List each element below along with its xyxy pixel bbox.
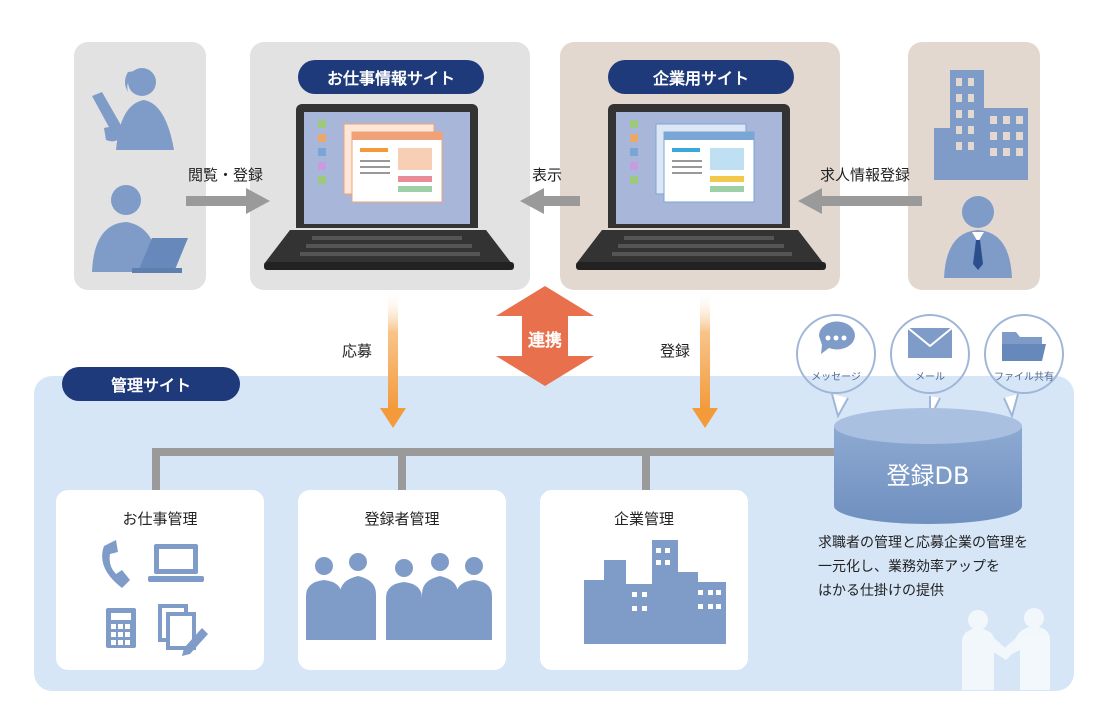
arrow-display: [520, 188, 580, 214]
job-management-title: お仕事管理: [122, 510, 198, 528]
mail-bubble-label: メール: [915, 372, 945, 383]
arrow-job-info-register: [798, 188, 922, 214]
company-management-card: 企業管理: [540, 490, 748, 670]
browse-register-label: 閲覧・登録: [188, 166, 264, 184]
registrant-management-card: 登録者管理: [298, 490, 506, 670]
description-line-2: 一元化し、業務効率アップを: [818, 559, 1000, 575]
businessman-icon: [944, 196, 1012, 278]
arrow-apply: [380, 290, 406, 428]
company-management-title: 企業管理: [613, 510, 674, 528]
arrow-browse-register: [186, 188, 270, 214]
job-management-card: お仕事管理: [56, 490, 264, 670]
link-label: 連携: [528, 331, 562, 351]
description-line-1: 求職者の管理と応募企業の管理を: [818, 535, 1028, 551]
job-info-register-label: 求人情報登録: [820, 166, 911, 184]
admin-site-label: 管理サイト: [62, 367, 240, 401]
job-site-label: お仕事情報サイト: [298, 60, 484, 94]
laptop-company-site-icon: [576, 104, 826, 270]
module-connector-lines: [152, 448, 840, 492]
database-icon: [834, 408, 1022, 524]
laptop-job-site-icon: [264, 104, 514, 270]
register-label: 登録: [660, 342, 691, 360]
apply-label: 応募: [342, 342, 373, 360]
office-building-icon: [934, 70, 1028, 180]
registrant-management-title: 登録者管理: [364, 510, 440, 528]
message-bubble: メッセージ: [796, 314, 876, 394]
message-bubble-label: メッセージ: [811, 372, 861, 383]
description-line-3: はかる仕掛けの提供: [818, 583, 944, 599]
arrow-register: [692, 290, 718, 428]
link-double-arrow-icon: [496, 286, 594, 386]
display-label: 表示: [532, 166, 563, 184]
woman-with-phone-icon: [92, 68, 174, 150]
file-share-bubble-label: ファイル共有: [994, 372, 1054, 383]
database-label: 登録DB: [886, 462, 970, 490]
handshake-icon: [962, 608, 1050, 690]
man-with-laptop-icon: [92, 185, 188, 273]
company-site-label: 企業用サイト: [608, 60, 794, 94]
mail-bubble: メール: [890, 314, 970, 394]
file-share-bubble: ファイル共有: [984, 314, 1064, 394]
